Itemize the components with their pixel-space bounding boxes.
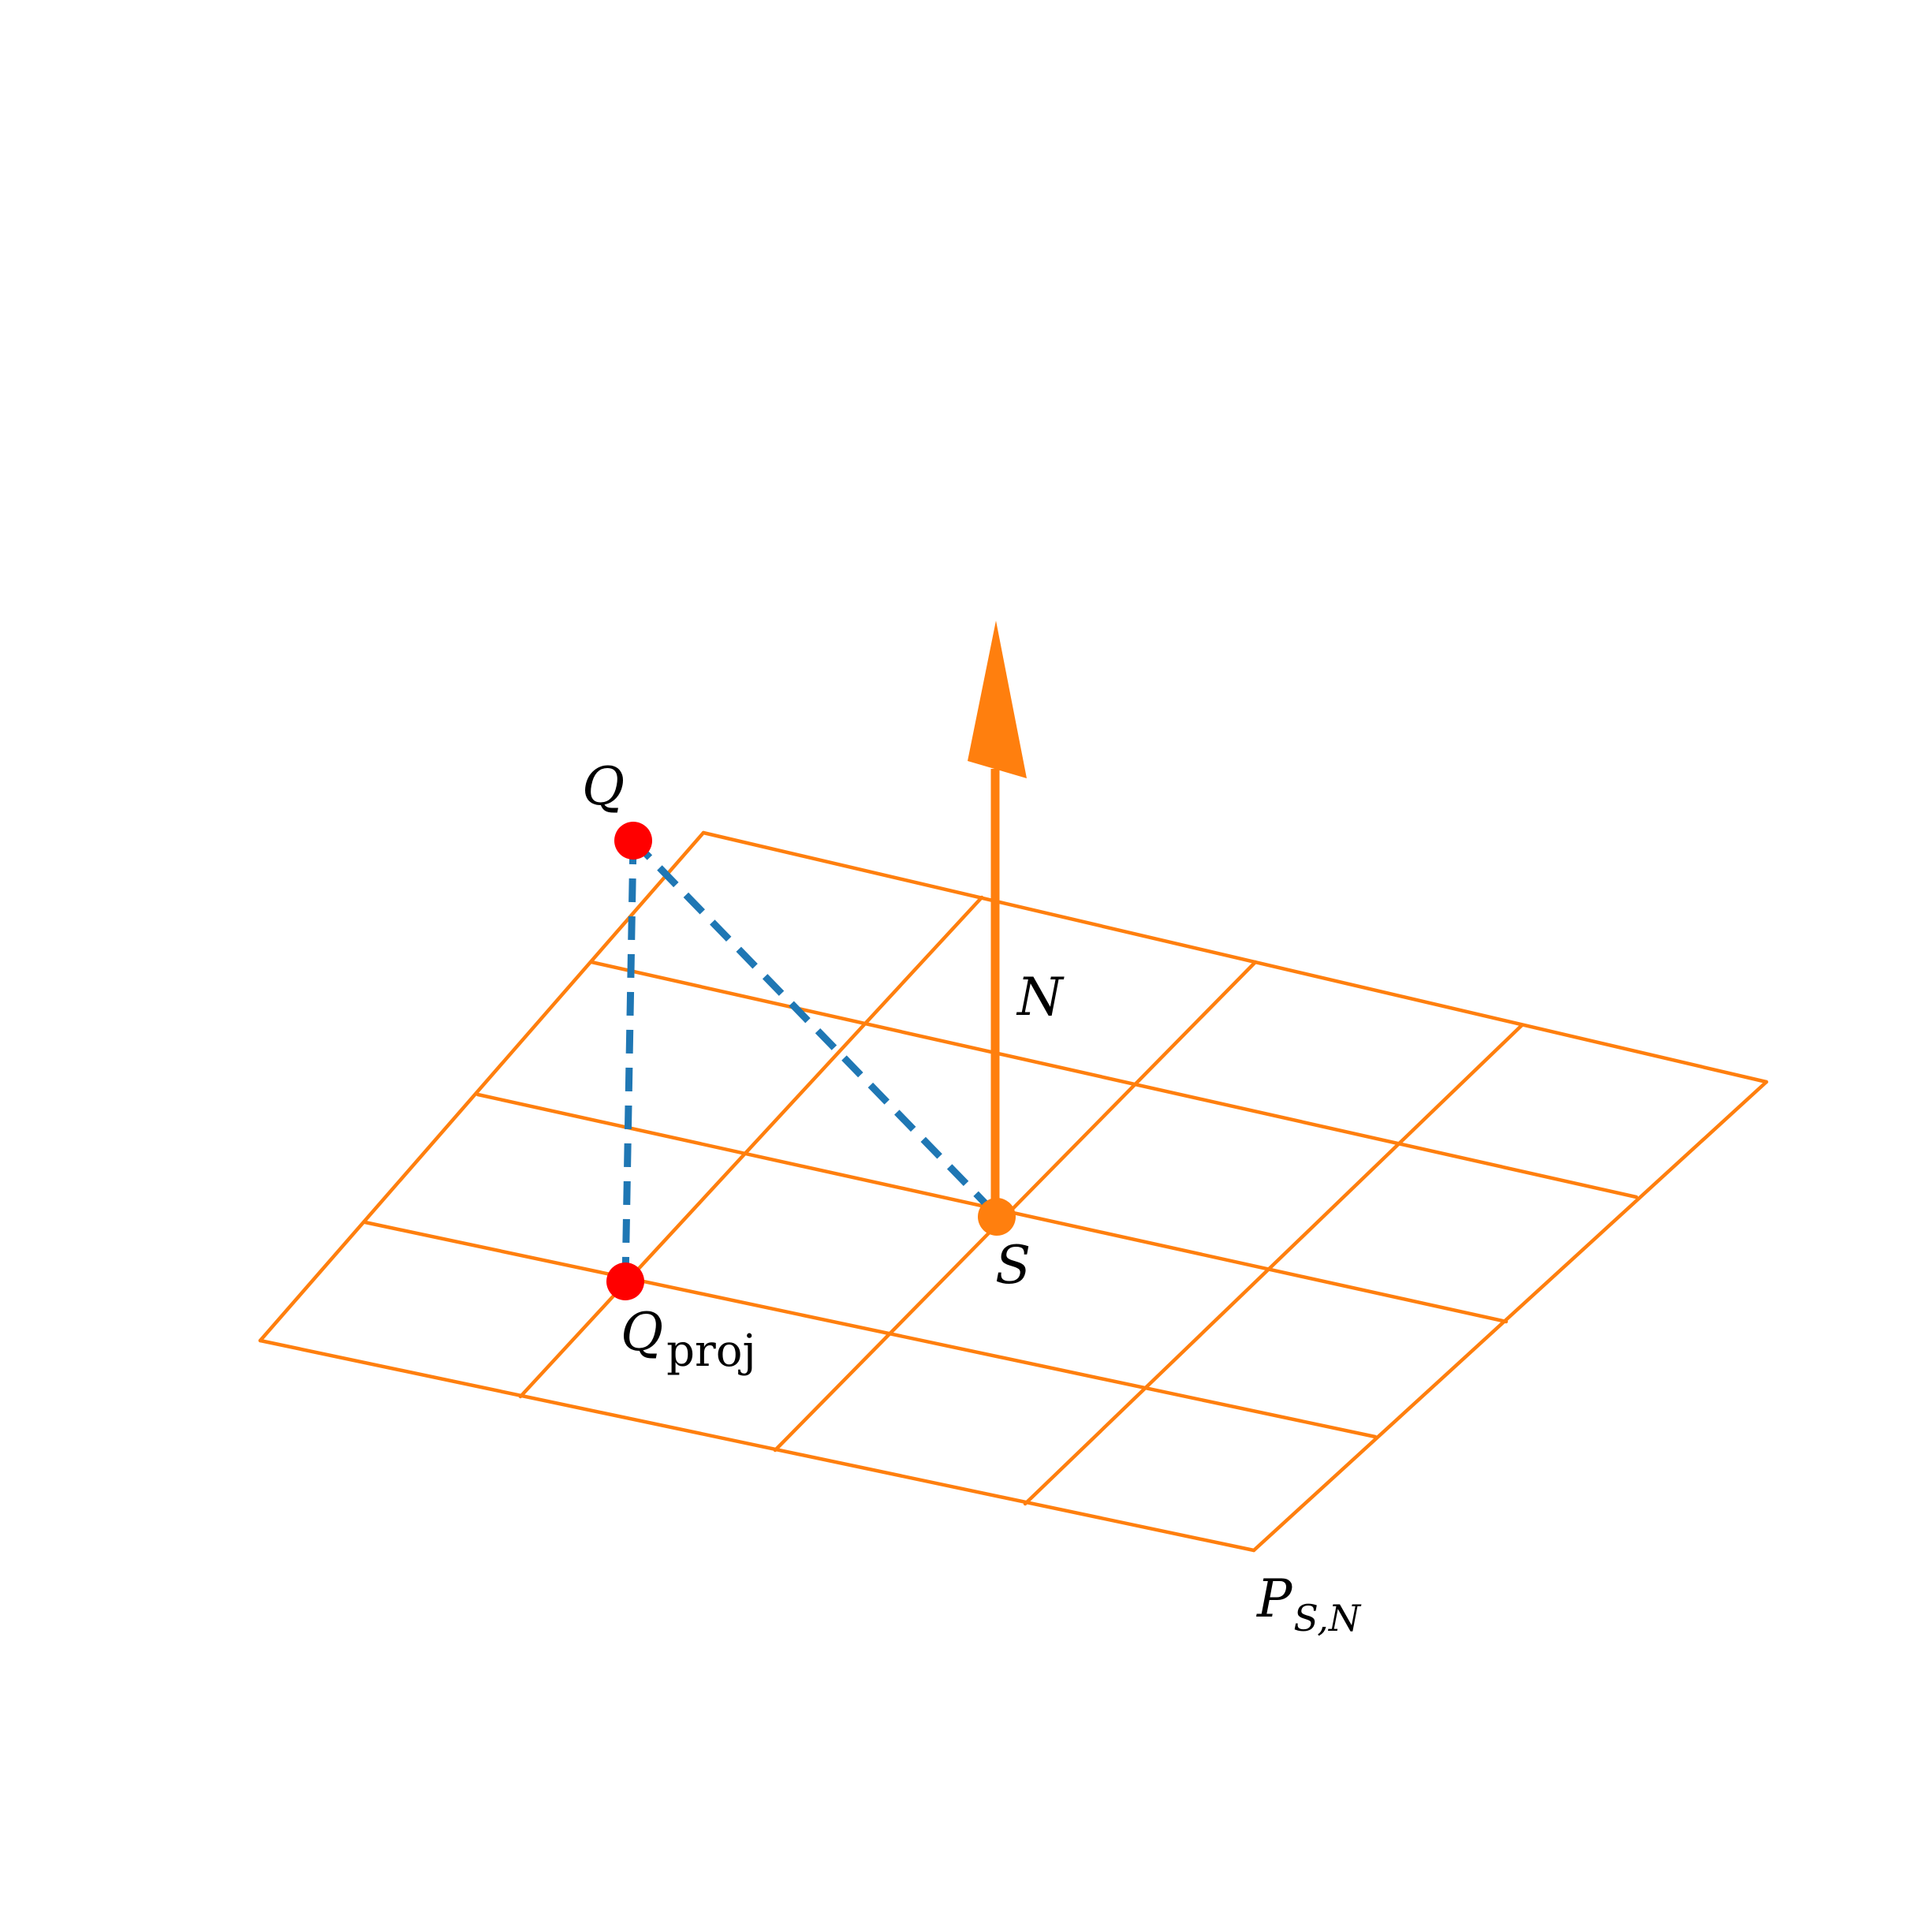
label-n: N	[1016, 967, 1065, 1028]
normal-vector-arrow	[968, 621, 1027, 1215]
grid-line-v-2	[773, 960, 1258, 1453]
dashed-lines	[621, 837, 1000, 1282]
grid-line-v-0	[258, 830, 706, 1343]
grid-line-u-0	[258, 1338, 1256, 1553]
grid-line-u-1	[363, 1220, 1378, 1439]
label-q-proj-subscript: proj	[666, 1326, 756, 1377]
grid-line-u-4	[701, 830, 1769, 1084]
grid-line-v-4	[1251, 1080, 1769, 1553]
grid-line-v-1	[518, 895, 984, 1399]
label-q: Q	[582, 756, 625, 817]
label-q-proj-main: Q	[621, 1302, 663, 1363]
grid-line-v-3	[1023, 1023, 1524, 1506]
point-q-proj	[606, 1263, 644, 1300]
label-plane-subscript: S,N	[1293, 1597, 1361, 1639]
label-plane: PS,N	[1256, 1568, 1362, 1639]
normal-vector-arrowhead	[968, 621, 1027, 778]
point-s	[978, 1198, 1016, 1236]
grid-line-u-3	[589, 960, 1639, 1199]
label-q-proj: Qproj	[621, 1302, 756, 1377]
dashed-line-q-to-s	[630, 837, 1000, 1218]
dashed-line-q-to-qproj	[621, 840, 637, 1282]
label-s: S	[995, 1235, 1031, 1296]
label-plane-main: P	[1256, 1568, 1293, 1629]
plane-grid	[258, 830, 1769, 1553]
point-q	[614, 822, 652, 860]
